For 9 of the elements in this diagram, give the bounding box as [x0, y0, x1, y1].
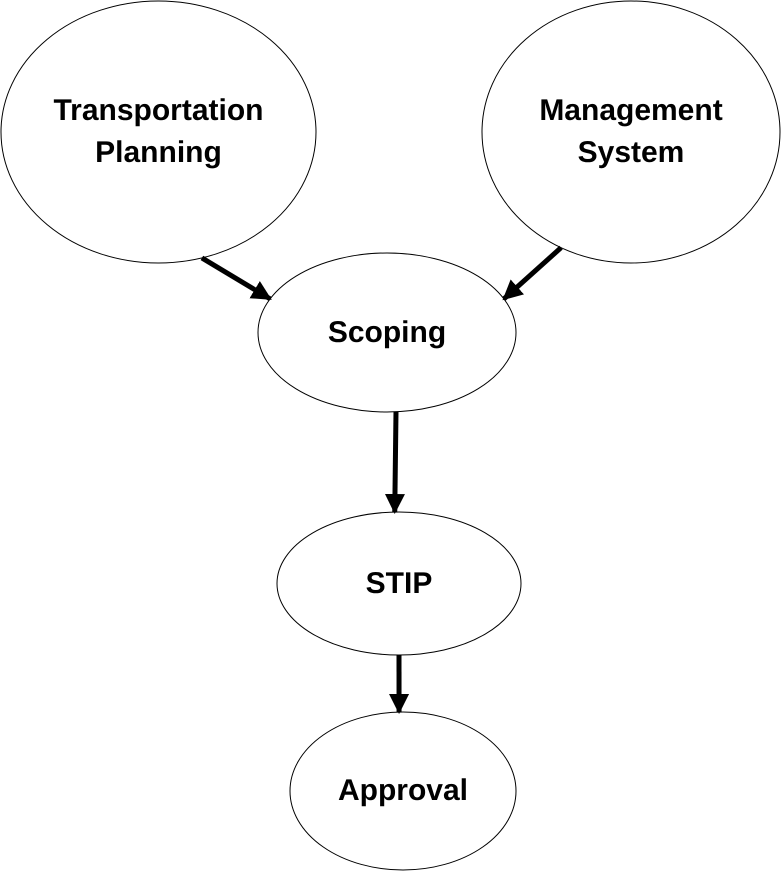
arrow [384, 412, 405, 514]
node-label: Transportation Planning [52, 93, 264, 171]
node-label: Management System [538, 93, 724, 171]
node-label: Scoping [326, 314, 448, 350]
arrow [200, 256, 272, 302]
arrow [502, 246, 563, 301]
node-label: STIP [364, 566, 434, 602]
node-label: Approval [336, 773, 470, 809]
arrow [389, 655, 410, 714]
